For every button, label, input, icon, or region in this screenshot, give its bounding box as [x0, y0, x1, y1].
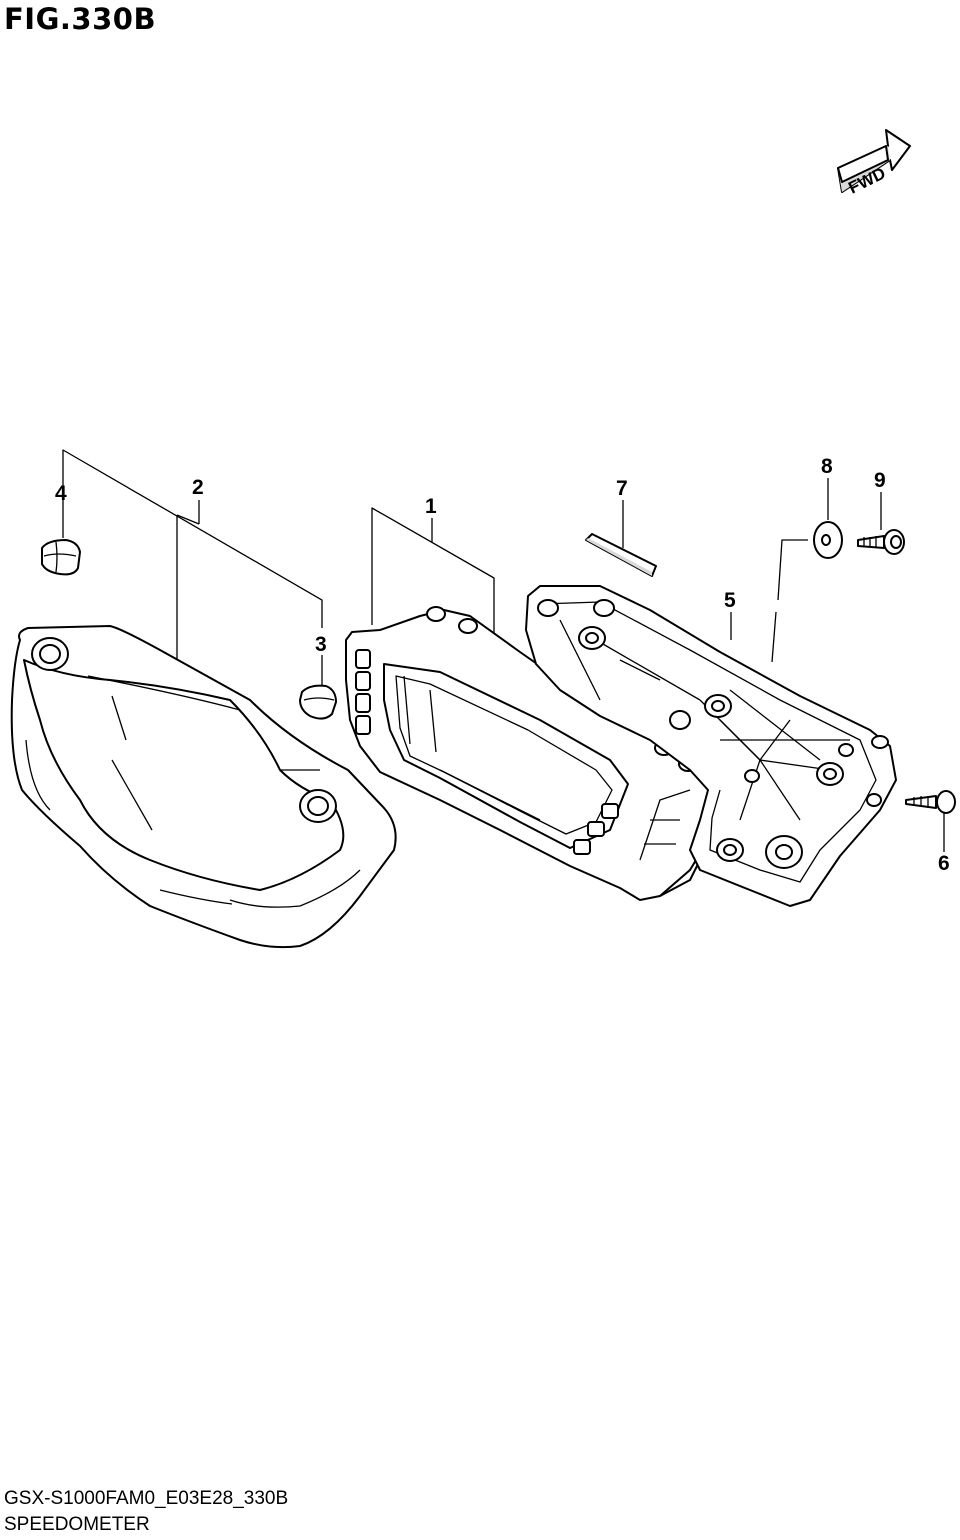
callout-3: 3 [315, 633, 327, 656]
leader-lines [62, 449, 945, 852]
callout-labels: 1 2 3 4 5 6 7 8 9 [55, 455, 950, 875]
screw-part-9 [857, 529, 905, 555]
callout-4: 4 [55, 482, 67, 505]
cushion-part-7 [585, 533, 657, 577]
figure-title: FIG.330B [4, 2, 157, 36]
forward-direction-arrow: FWD [837, 129, 911, 198]
meter-cover-part-2 [10, 625, 397, 949]
rear-case-part-5 [525, 585, 897, 907]
section-name-label: SPEEDOMETER [4, 1514, 150, 1535]
screw-part-6 [905, 790, 956, 814]
callout-8: 8 [821, 455, 833, 478]
washer-part-8 [813, 521, 843, 559]
callout-1: 1 [425, 495, 437, 518]
grommet-part-4 [41, 539, 81, 576]
callout-9: 9 [874, 469, 886, 492]
callout-7: 7 [616, 477, 628, 500]
diagram-code-label: GSX-S1000FAM0_E03E28_330B [4, 1488, 289, 1509]
callout-6: 6 [938, 852, 950, 875]
callout-2: 2 [192, 476, 204, 499]
callout-5: 5 [724, 589, 736, 612]
grommet-part-3 [299, 684, 337, 720]
